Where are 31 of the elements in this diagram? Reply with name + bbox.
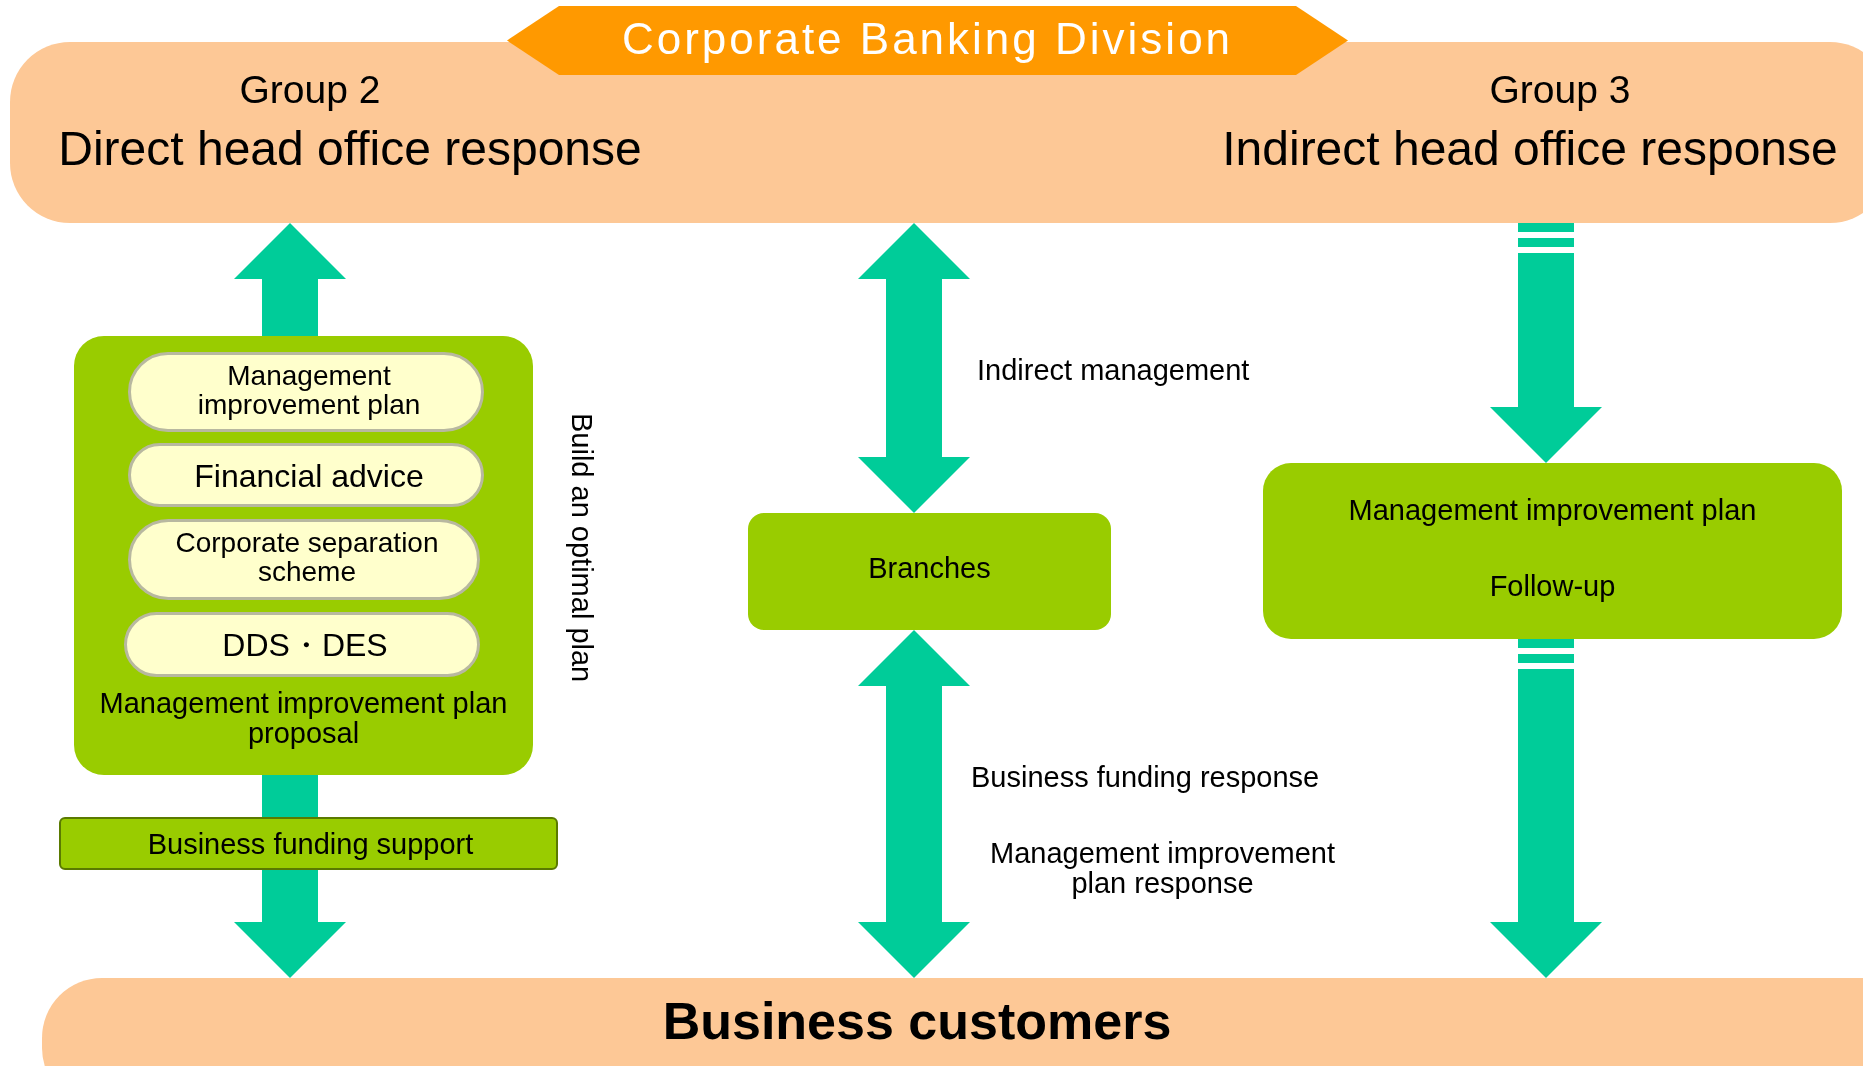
double-arrow — [858, 630, 970, 978]
bar-text: Business funding support — [146, 829, 475, 860]
funding-label: Business funding response — [971, 762, 1320, 793]
item-text: Financial advice — [193, 460, 425, 494]
vertical-note: Build an optimal plan — [567, 413, 598, 683]
plan-pill — [128, 443, 484, 507]
box-text: Branches — [867, 553, 992, 584]
panel-caption: Management improvement plan proposal — [98, 688, 509, 749]
group-heading: Direct head office response — [57, 124, 643, 175]
group-title: Group 2 — [238, 70, 382, 111]
division-banner — [507, 6, 1348, 75]
branch-box — [748, 513, 1111, 630]
indirect-label: Indirect management — [977, 355, 1250, 386]
block-arrow — [234, 223, 346, 336]
proposal-panel — [74, 336, 533, 775]
box-text: Follow-up — [1488, 571, 1617, 602]
box-text: Management improvement plan — [1347, 495, 1758, 526]
banner-title: Corporate Banking Division — [620, 16, 1235, 63]
item-text: Corporate separation scheme — [174, 528, 440, 587]
item-text: DDS・DES — [221, 629, 389, 663]
block-arrow — [1490, 639, 1602, 978]
group-title: Group 3 — [1488, 70, 1632, 111]
response-label: Management improvement plan response — [989, 838, 1336, 899]
double-arrow — [858, 223, 970, 513]
follow-up-box — [1263, 463, 1842, 639]
band-title: Business customers — [661, 994, 1173, 1049]
item-text: Management improvement plan — [196, 361, 422, 420]
block-arrow — [1490, 223, 1602, 463]
group-heading: Indirect head office response — [1221, 124, 1839, 175]
funding-bar — [59, 817, 558, 870]
block-arrow — [234, 870, 346, 978]
